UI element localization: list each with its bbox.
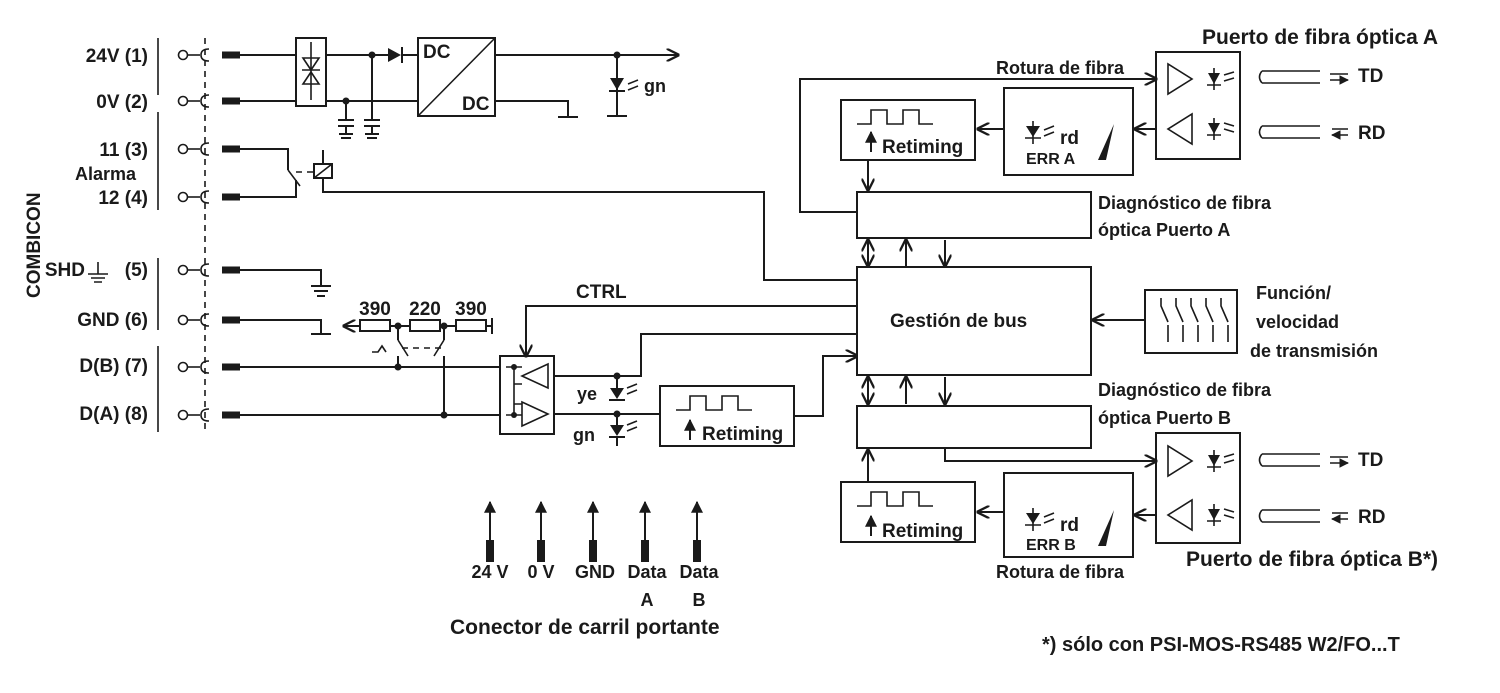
terminal-label-da: D(A) (8) xyxy=(79,404,148,425)
retiming-block-a: Retiming xyxy=(840,99,976,190)
fiber-break-a-label: Rotura de fibra xyxy=(996,58,1125,78)
retiming-block-center: Retiming xyxy=(659,356,857,447)
port-b-td-label: TD xyxy=(1358,450,1383,471)
dc-dc-converter: DC DC xyxy=(417,37,496,117)
function-label-line1: Función/ xyxy=(1256,283,1331,303)
rd-led-a-label: rd xyxy=(1060,128,1079,149)
alarm-label: Alarma xyxy=(75,164,137,184)
rd-led-b-label: rd xyxy=(1060,515,1079,536)
ground-icon xyxy=(88,262,108,283)
dc-output-label: DC xyxy=(462,94,490,115)
diagnostic-b-block: Diagnóstico de fibra óptica Puerto B xyxy=(856,377,1272,449)
function-label-line2: velocidad xyxy=(1256,312,1339,332)
terminal-label-0v: 0V (2) xyxy=(96,92,148,113)
err-a-label: ERR A xyxy=(1026,151,1076,168)
gn-led-label: gn xyxy=(573,425,595,445)
err-a-block: rd ERR A xyxy=(978,87,1156,176)
port-a-td-label: TD xyxy=(1358,66,1383,87)
resistor-390-left-label: 390 xyxy=(359,299,391,320)
retiming-b-label: Retiming xyxy=(882,521,963,542)
diag-a-line2: óptica Puerto A xyxy=(1098,220,1230,240)
diag-a-line1: Diagnóstico de fibra xyxy=(1098,193,1272,213)
rail-pin-label-24v: 24 V xyxy=(471,562,508,582)
surge-protection-icon xyxy=(295,37,327,107)
diag-b-line2: óptica Puerto B xyxy=(1098,408,1231,428)
fiber-break-b-label: Rotura de fibra xyxy=(996,562,1125,582)
terminal-label-gnd: GND (6) xyxy=(77,310,148,331)
retiming-block-b: Retiming xyxy=(840,450,976,543)
ctrl-label: CTRL xyxy=(576,282,627,303)
rail-pin-label-gnd: GND xyxy=(575,562,615,582)
terminal-label-24v: 24V (1) xyxy=(86,46,148,67)
port-a-title: Puerto de fibra óptica A xyxy=(1202,26,1438,49)
rail-pin-label-0v: 0 V xyxy=(527,562,554,582)
terminal-label-shd-num: (5) xyxy=(125,260,148,281)
terminal-label-db: D(B) (7) xyxy=(79,356,148,377)
function-dip-switch: Función/ velocidad de transmisión xyxy=(1093,283,1378,361)
data-led-icons: ye gn xyxy=(573,376,638,446)
fiber-port-b: TD RD Puerto de fibra óptica B*) xyxy=(944,432,1438,571)
function-label-line3: de transmisión xyxy=(1250,341,1378,361)
fiber-port-a: Puerto de fibra óptica A TD RD Rotura de… xyxy=(799,26,1438,213)
err-b-block: rd ERR B Rotura de fibra xyxy=(978,472,1156,582)
diagnostic-a-block: Diagnóstico de fibra óptica Puerto A xyxy=(856,191,1272,266)
rail-pin-icons xyxy=(484,500,703,562)
combicon-terminals: COMBICON 24V (1) 0V (2) 11 (3) Alarma 12… xyxy=(24,38,240,432)
retiming-center-label: Retiming xyxy=(702,424,783,445)
dc-input-label: DC xyxy=(423,42,451,63)
err-b-label: ERR B xyxy=(1026,537,1076,554)
bus-management-label: Gestión de bus xyxy=(890,311,1027,332)
power-supply-section: DC DC gn xyxy=(240,37,678,139)
port-a-rd-label: RD xyxy=(1358,123,1385,144)
port-b-rd-label: RD xyxy=(1358,507,1385,528)
power-led-icon: gn xyxy=(607,51,666,117)
rail-connector-title: Conector de carril portante xyxy=(450,616,720,639)
combicon-label: COMBICON xyxy=(24,192,45,298)
bus-management-block: Gestión de bus xyxy=(856,266,1092,376)
ye-led-label: ye xyxy=(577,384,597,404)
rail-connector: 24 V 0 V GND Data Data A B Conector de c… xyxy=(450,500,720,639)
termination-resistor-network: 390 220 390 xyxy=(344,299,493,419)
rs485-transceiver: CTRL xyxy=(240,282,857,435)
resistor-390-right-label: 390 xyxy=(455,299,487,320)
terminal-label-shd: SHD xyxy=(45,260,85,281)
port-b-title: Puerto de fibra óptica B*) xyxy=(1186,548,1438,571)
rail-pin-label-data-b: Data xyxy=(679,562,719,582)
diode-icon xyxy=(388,47,403,63)
shield-ground-wiring xyxy=(240,269,331,335)
alarm-relay xyxy=(240,148,857,281)
terminal-label-11: 11 (3) xyxy=(99,140,148,161)
rail-pin-label-data-a: Data xyxy=(627,562,667,582)
footnote: *) sólo con PSI-MOS-RS485 W2/FO...T xyxy=(1042,634,1400,656)
rail-pin-sub-a: A xyxy=(641,590,654,610)
rail-pin-sub-b: B xyxy=(693,590,706,610)
diag-b-line1: Diagnóstico de fibra xyxy=(1098,380,1272,400)
terminal-label-12: 12 (4) xyxy=(98,188,148,209)
resistor-220-label: 220 xyxy=(409,299,441,320)
power-led-label: gn xyxy=(644,76,666,96)
retiming-a-label: Retiming xyxy=(882,137,963,158)
terminal-symbols xyxy=(177,48,240,422)
capacitor-icons xyxy=(338,51,380,139)
